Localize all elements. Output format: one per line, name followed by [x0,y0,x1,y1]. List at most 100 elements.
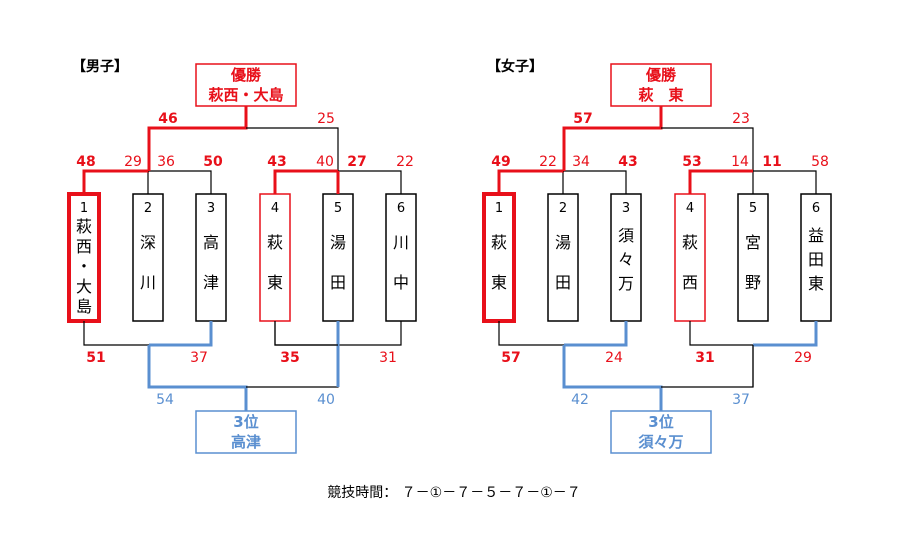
score: 34 [572,154,590,170]
winner-path [273,169,338,194]
team-number: 3 [622,201,630,216]
score: 57 [573,111,592,127]
team-box [132,193,164,322]
third-path [147,345,248,411]
team-name-char: 川 [393,233,409,252]
team-name-char: 萩 [76,217,92,236]
team-name-char: 東 [491,273,507,292]
bracket-line [689,321,817,346]
team-number: 6 [397,201,405,216]
third-path [149,321,213,347]
team-name-char: 湯 [555,233,571,252]
team-name-char: 島 [76,297,92,316]
team-number: 4 [271,201,279,216]
third-path [562,345,663,411]
team-name-char: 田 [555,273,571,292]
team-name-char: 深 [140,233,156,252]
score: 37 [732,392,750,408]
score: 49 [491,154,510,170]
team-name-char: 西 [682,273,698,292]
winner-path [562,106,663,171]
team-name-char: 高 [203,233,219,252]
third-place-name: 高津 [231,433,261,451]
score: 51 [86,350,105,366]
score: 40 [317,392,335,408]
third-path [753,321,818,347]
score: 46 [158,111,177,127]
team-name-char: 萩 [682,233,698,252]
team-name-char: 野 [745,273,761,292]
third-place-box [610,410,712,454]
team-number: 5 [749,201,757,216]
third-path [564,321,628,347]
score: 31 [695,350,714,366]
team-number: 5 [334,201,342,216]
score: 23 [732,111,750,127]
winner-path [147,106,248,171]
team-name-char: 田 [808,250,824,269]
team-name-char: 々 [618,250,634,269]
team-number: 3 [207,201,215,216]
team-number: 1 [495,201,503,216]
bracket-line [274,321,338,346]
team-name-char: 須 [618,226,634,245]
team-number: 2 [559,201,567,216]
score: 48 [76,154,95,170]
score: 43 [267,154,286,170]
bracket-line [661,127,754,171]
third-place-label: 3位 [648,413,673,431]
team-box [547,193,579,322]
score: 43 [618,154,637,170]
team-box [385,193,417,322]
third-place-box [195,410,297,454]
score: 25 [317,111,335,127]
score: 27 [347,154,366,170]
champion-name: 萩西・大島 [208,86,283,104]
score: 22 [539,154,557,170]
score: 58 [811,154,829,170]
team-number: 6 [812,201,820,216]
score: 37 [190,350,208,366]
score: 29 [794,350,812,366]
team-name-char: 田 [330,273,346,292]
team-number: 4 [686,201,694,216]
score: 24 [605,350,623,366]
bracket-line [274,170,338,194]
winner-path [497,169,564,194]
score: 36 [157,154,175,170]
bracket-line [246,127,339,171]
bracket-line [562,170,627,194]
team-box [259,193,291,322]
score: 35 [280,350,299,366]
bracket-line [689,170,753,194]
section-title: 【男子】 [72,59,128,75]
team-name-char: 万 [618,274,634,293]
match-time-footer: 競技時間： ７－①－７－５－７－①－７ [327,485,581,501]
score: 31 [379,350,397,366]
champion-box [195,63,297,107]
section-title: 【女子】 [487,58,543,75]
bracket-line [83,321,149,346]
third-place-label: 3位 [233,413,258,431]
bracket-line [147,170,212,194]
score: 50 [203,154,223,170]
team-name-char: 益 [808,226,824,245]
team-name-char: 津 [203,273,219,292]
score: 42 [571,392,589,408]
team-name-char: ・ [76,257,92,276]
score: 53 [682,154,701,170]
team-name-char: 東 [808,274,824,293]
team-name-char: 東 [267,273,283,292]
team-name-char: 大 [76,277,92,296]
score: 22 [396,154,414,170]
bracket-line [752,170,817,194]
champion-name: 萩 東 [638,86,683,104]
score: 14 [731,154,749,170]
winner-path [688,169,753,194]
team-name-char: 萩 [267,233,283,252]
score: 54 [156,392,174,408]
score: 11 [762,154,781,170]
winner-path [82,169,149,194]
